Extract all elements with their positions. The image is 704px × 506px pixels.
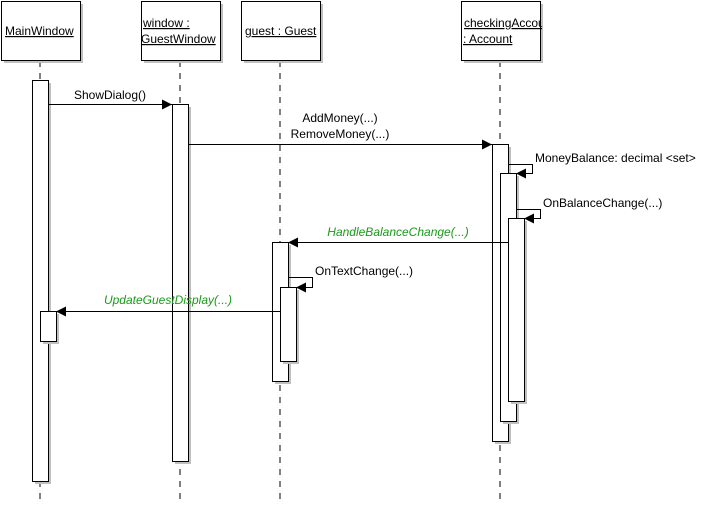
message-label: UpdateGuestDisplay(...) — [104, 293, 232, 307]
message-label: OnTextChange(...) — [315, 264, 413, 278]
message-add-remove-money[interactable]: AddMoney(...) RemoveMoney(...) — [188, 111, 492, 150]
activation-mainwindow — [32, 80, 51, 484]
message-label: HandleBalanceChange(...) — [327, 225, 468, 239]
activation-mainwindow-update — [40, 311, 59, 344]
object-name: checkingAccount — [464, 16, 555, 30]
message-show-dialog[interactable]: ShowDialog() — [48, 88, 172, 110]
message-update-guest-display[interactable]: UpdateGuestDisplay(...) — [56, 293, 280, 317]
object-mainwindow[interactable]: MainWindow — [1, 1, 84, 64]
object-name: window : — [142, 16, 190, 30]
message-label: AddMoney(...) — [302, 111, 377, 125]
object-name: MainWindow — [5, 24, 74, 38]
object-type: : Account — [463, 32, 513, 46]
message-on-balance-change[interactable]: OnBalanceChange(...) — [516, 196, 662, 224]
object-window[interactable]: window : GuestWindow — [141, 1, 223, 64]
message-label: OnBalanceChange(...) — [543, 196, 662, 210]
message-label: MoneyBalance: decimal <set> — [535, 151, 696, 165]
message-label: ShowDialog() — [74, 88, 146, 102]
object-checking-account[interactable]: checkingAccount : Account — [461, 1, 556, 64]
object-guest[interactable]: guest : Guest — [241, 1, 324, 64]
message-label: RemoveMoney(...) — [291, 127, 390, 141]
object-type: GuestWindow — [141, 32, 216, 46]
object-name: guest : Guest — [245, 24, 317, 38]
message-money-balance[interactable]: MoneyBalance: decimal <set> — [508, 151, 696, 179]
activation-account-onbalance — [508, 218, 527, 404]
message-handle-balance-change[interactable]: HandleBalanceChange(...) — [288, 225, 508, 248]
activation-guest-textchange — [280, 287, 299, 364]
message-on-text-change[interactable]: OnTextChange(...) — [288, 264, 413, 293]
activation-window — [172, 104, 191, 464]
